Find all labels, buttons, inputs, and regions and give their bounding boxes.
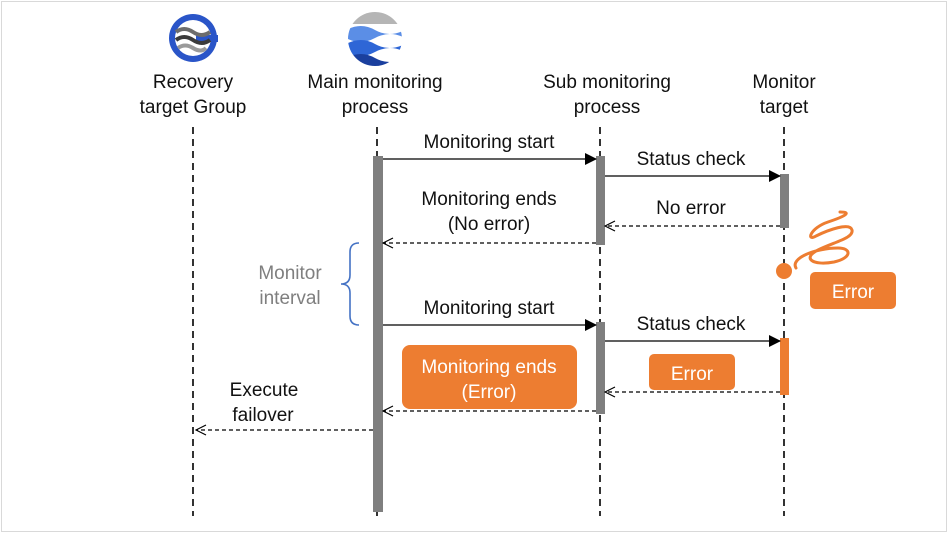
label-monitor-interval-line1: Monitor	[258, 263, 322, 284]
error-target-box	[810, 272, 896, 309]
label-monitoring-ends-ok-line1: Monitoring ends	[421, 189, 556, 210]
participant-monitor-target-line1: Monitor	[752, 72, 816, 93]
label-monitoring-ends-error-line2: (Error)	[462, 382, 517, 403]
error-event-dot	[776, 263, 792, 279]
activation-main-process	[373, 156, 383, 512]
label-monitoring-ends-error-line1: Monitoring ends	[421, 357, 556, 378]
activation-sub-process-2	[596, 322, 605, 414]
activation-monitor-target-1	[780, 174, 789, 228]
label-monitor-interval-line2: interval	[259, 288, 320, 309]
label-status-check-1: Status check	[637, 149, 746, 170]
label-no-error: No error	[656, 198, 726, 219]
participant-main-process-line1: Main monitoring	[307, 72, 442, 93]
participant-recovery-target-line1: Recovery	[153, 72, 234, 93]
error-return-box	[649, 354, 735, 390]
label-monitoring-start-2: Monitoring start	[424, 298, 556, 319]
label-status-check-2: Status check	[637, 314, 746, 335]
label-monitoring-ends-ok-line2: (No error)	[448, 214, 530, 235]
label-error-target: Error	[832, 282, 875, 303]
monitoring-ends-error-box	[402, 345, 577, 409]
participant-sub-process-line1: Sub monitoring	[543, 72, 671, 93]
label-execute-failover-line2: failover	[232, 405, 294, 426]
participant-monitor-target-line2: target	[760, 97, 809, 118]
activation-sub-process-1	[596, 156, 605, 245]
error-spring-icon	[793, 210, 854, 270]
monitor-process-logo-icon	[348, 12, 402, 66]
label-execute-failover-line1: Execute	[230, 380, 299, 401]
label-error-return: Error	[671, 364, 714, 385]
participant-sub-process-line2: process	[574, 97, 641, 118]
label-monitoring-start-1: Monitoring start	[424, 132, 556, 153]
participant-main-process-line2: process	[342, 97, 409, 118]
participant-recovery-target-line2: target Group	[140, 97, 247, 118]
activation-monitor-target-error	[780, 338, 789, 395]
group-logo-icon	[169, 14, 218, 62]
monitor-interval-brace	[340, 242, 360, 326]
